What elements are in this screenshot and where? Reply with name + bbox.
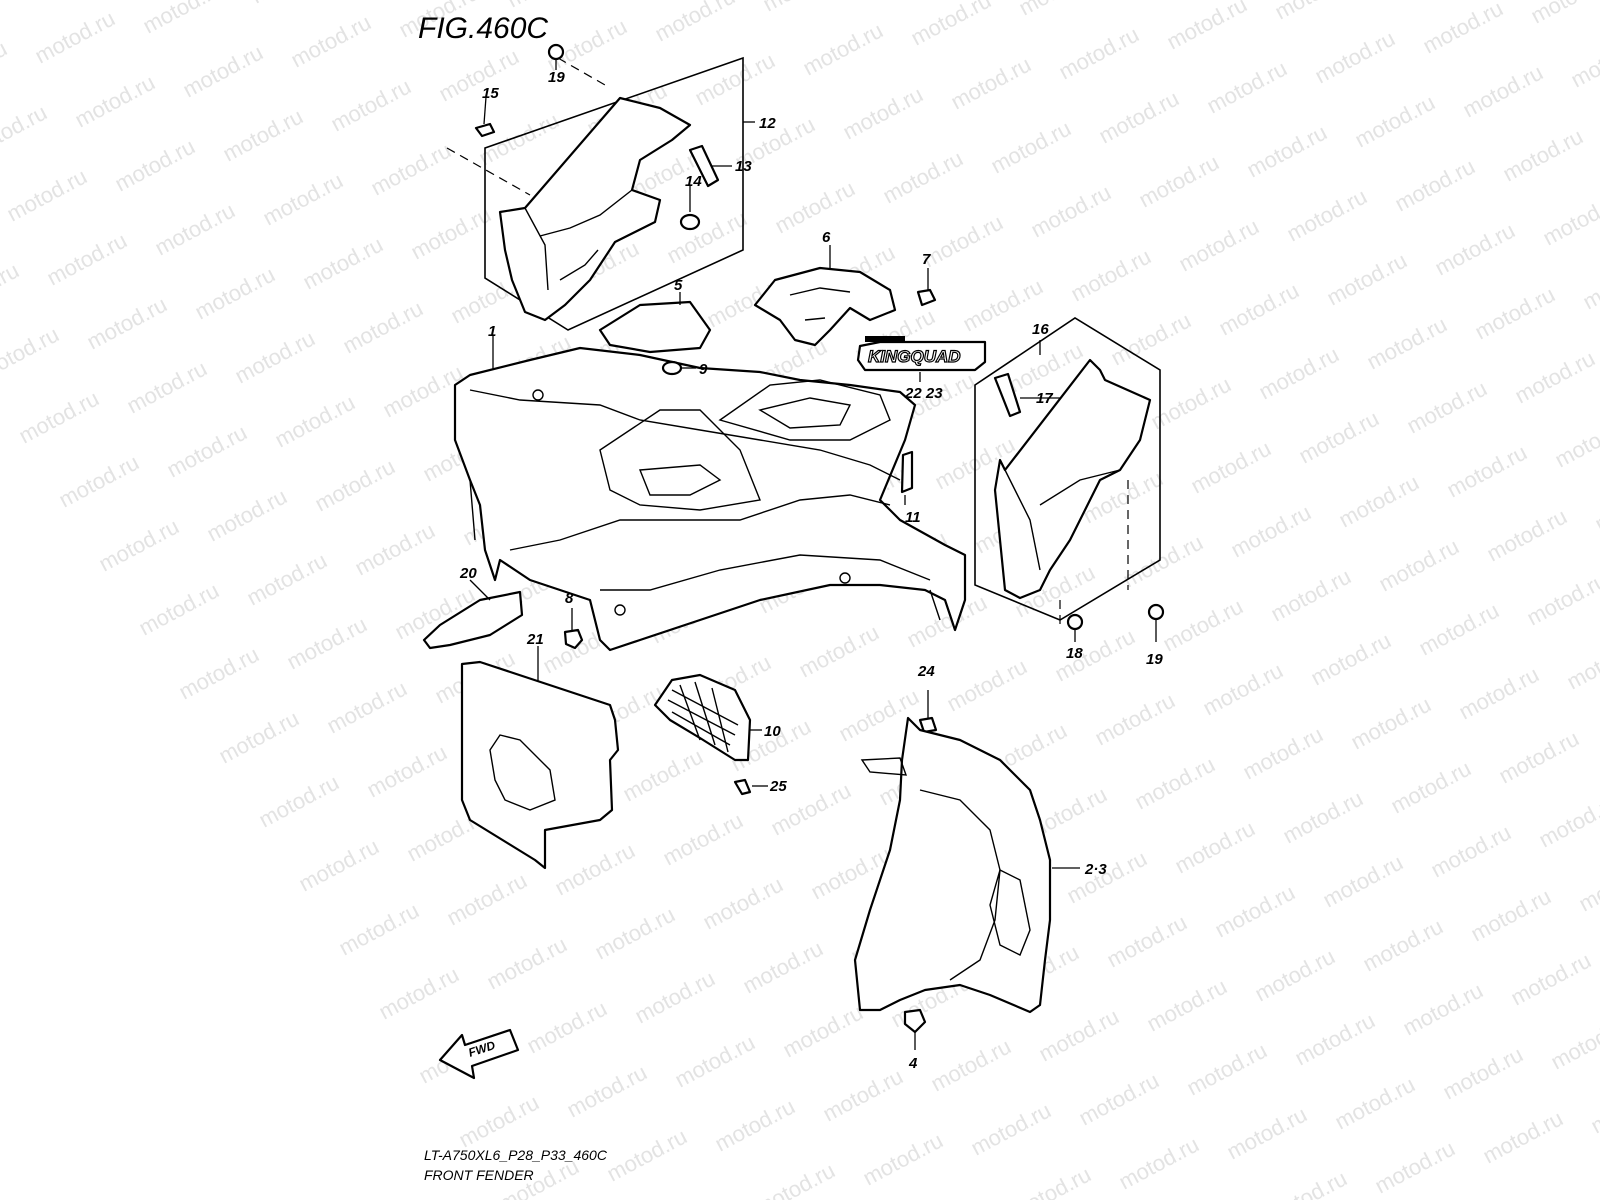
callout-13: 13 — [735, 158, 752, 175]
callout-6: 6 — [822, 229, 831, 246]
callout-21: 21 — [526, 631, 544, 648]
callout-1: 1 — [488, 323, 496, 340]
callout-20: 20 — [459, 565, 477, 582]
callout-19-top: 19 — [548, 69, 565, 86]
panel-12-group — [446, 43, 755, 331]
callout-18: 18 — [1066, 645, 1083, 662]
clip-15 — [474, 122, 496, 138]
callout-15: 15 — [482, 85, 499, 102]
callout-4: 4 — [908, 1055, 918, 1072]
screw-19-right — [1147, 603, 1165, 621]
callout-2-3: 2·3 — [1084, 861, 1107, 878]
screw-8 — [563, 628, 584, 650]
callout-11: 11 — [905, 509, 921, 526]
panel-strip-13 — [688, 144, 720, 188]
callout-22-23: 22 23 — [904, 385, 943, 402]
callout-5: 5 — [674, 277, 683, 294]
panel-16-group — [974, 317, 1165, 642]
screw-24 — [918, 716, 938, 734]
clip-7 — [916, 288, 937, 307]
emblem-22-23: KINGQUAD — [856, 336, 987, 382]
grommet-14 — [679, 213, 701, 231]
screw-25 — [733, 778, 752, 796]
section-name: FRONT FENDER — [424, 1167, 534, 1183]
panel-21 — [460, 660, 620, 870]
screw-19-top — [547, 43, 565, 61]
callout-10: 10 — [764, 723, 781, 740]
grommet-9 — [661, 360, 683, 376]
mesh-panel-10 — [653, 673, 762, 762]
panel-strip-17 — [993, 372, 1022, 418]
callout-19-right: 19 — [1146, 651, 1163, 668]
clip-4 — [903, 1008, 927, 1034]
callout-24: 24 — [917, 663, 935, 680]
front-fender-main — [453, 336, 967, 652]
callout-16: 16 — [1032, 321, 1049, 338]
left-side-panel — [498, 96, 692, 322]
callout-8: 8 — [565, 590, 574, 607]
callout-12: 12 — [759, 115, 776, 132]
callout-25: 25 — [769, 778, 787, 795]
callout-17: 17 — [1036, 390, 1053, 407]
bracket-20 — [422, 590, 524, 650]
callout-7: 7 — [922, 251, 931, 268]
center-cover-6 — [753, 266, 897, 347]
clip-18 — [1066, 613, 1084, 631]
emblem-text: KINGQUAD — [868, 347, 961, 366]
inner-fender-2-3 — [853, 716, 1080, 1050]
fwd-arrow: FWD — [438, 1028, 520, 1080]
callout-9: 9 — [699, 361, 708, 378]
figure-title: FIG.460C — [418, 12, 548, 45]
model-code: LT-A750XL6_P28_P33_460C — [424, 1147, 608, 1163]
guard-11 — [900, 450, 914, 494]
front-fender-body — [453, 346, 967, 652]
cover-5 — [598, 300, 712, 354]
callout-14: 14 — [685, 173, 702, 190]
